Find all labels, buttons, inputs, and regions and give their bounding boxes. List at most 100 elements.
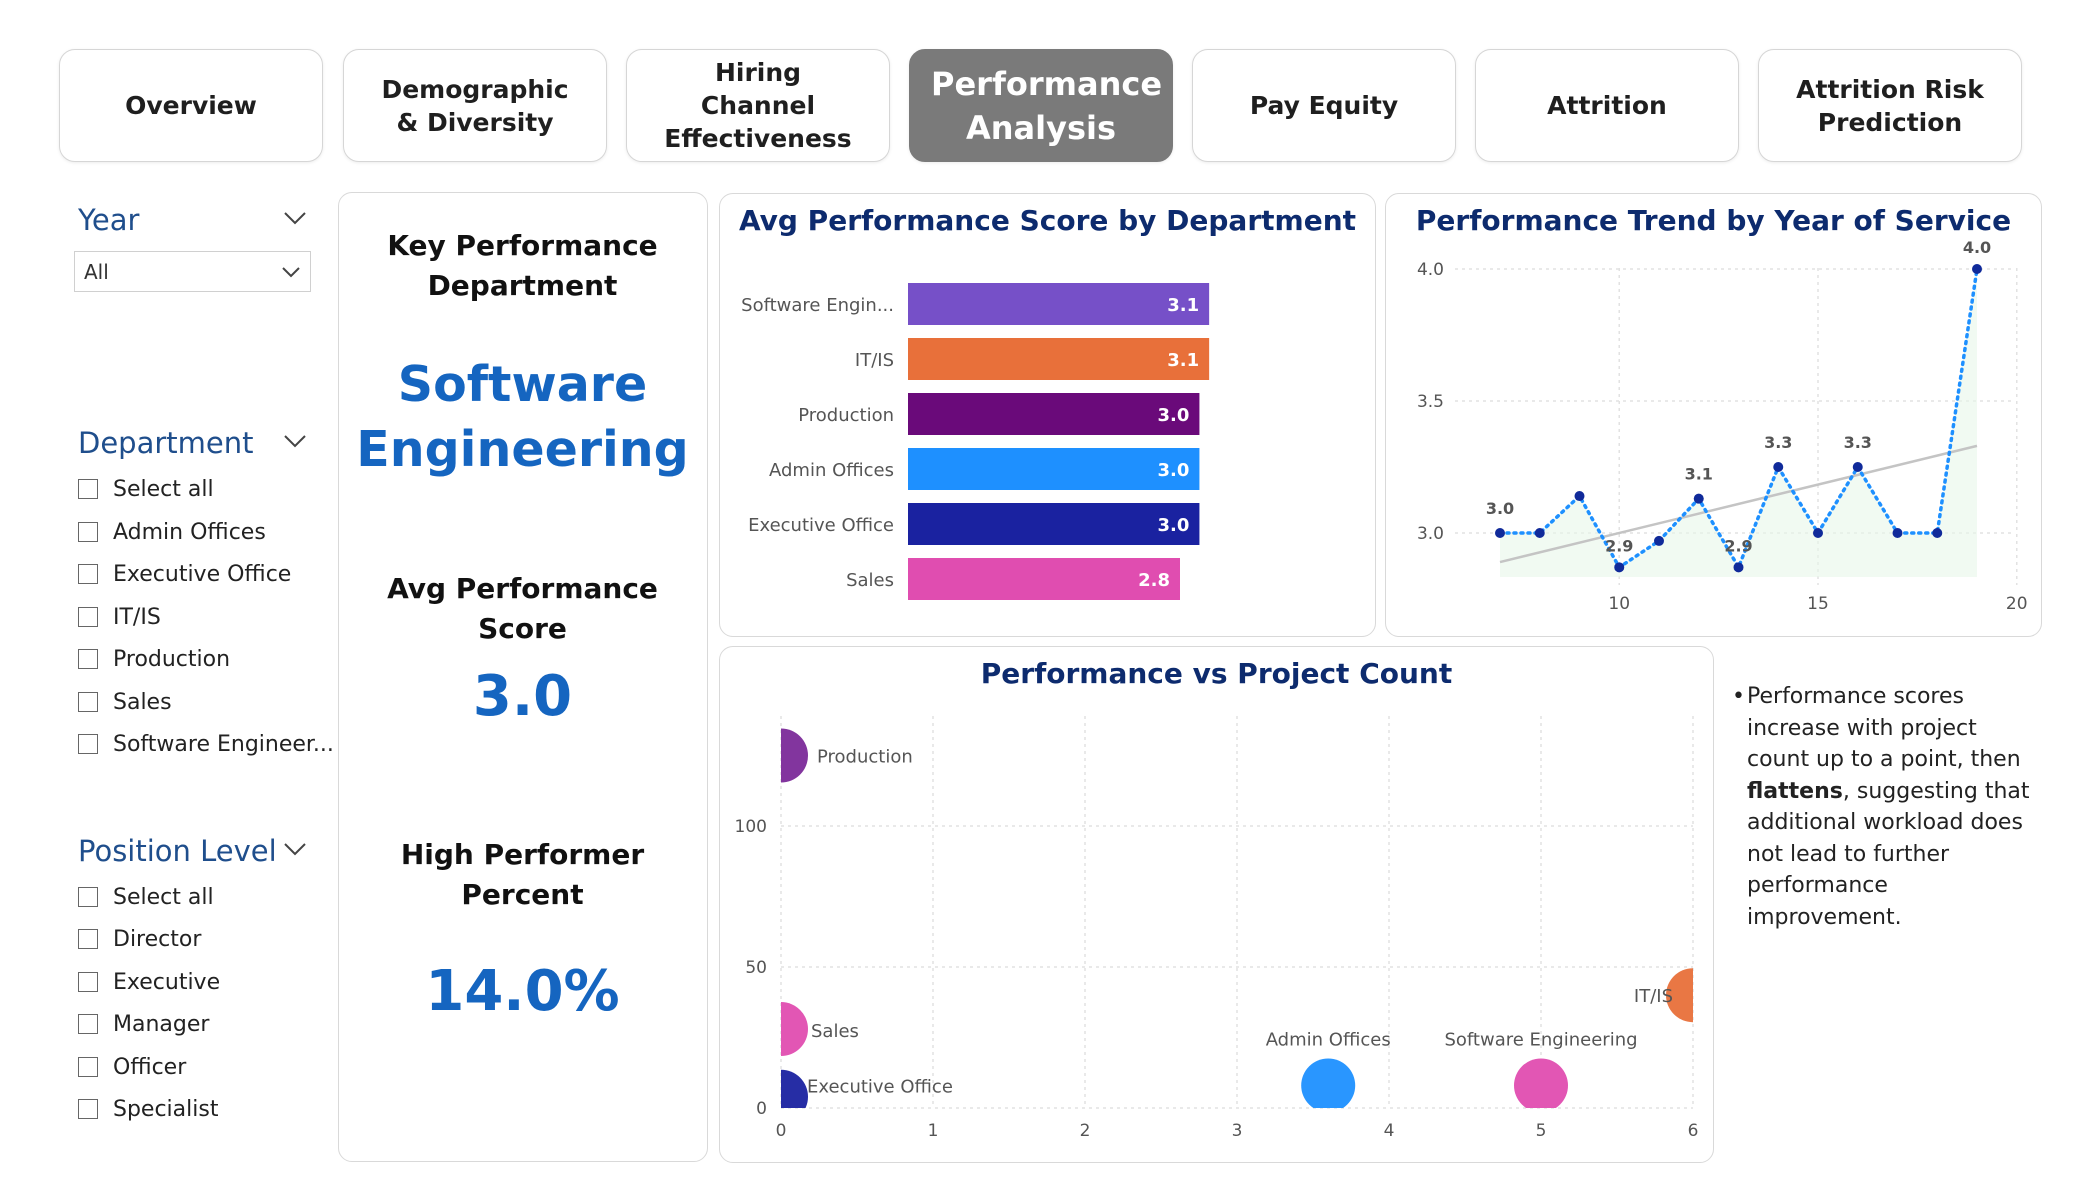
bar xyxy=(908,393,1200,435)
data-point xyxy=(1932,528,1943,538)
bubble-label: Software Engineering xyxy=(1444,1029,1637,1050)
bar-category-label: Admin Offices xyxy=(769,460,894,481)
data-point xyxy=(1733,562,1744,573)
tab-hiring-channel[interactable]: Hiring Channel Effectiveness xyxy=(626,49,890,162)
high-performer-value: 14.0% xyxy=(425,959,620,1024)
checkbox[interactable] xyxy=(78,1099,98,1119)
checkbox[interactable] xyxy=(78,564,98,584)
y-tick-label: 100 xyxy=(735,817,767,837)
position-level-option[interactable]: Director xyxy=(78,924,201,954)
bubble xyxy=(781,1069,808,1108)
data-point xyxy=(1852,462,1863,472)
data-point xyxy=(1892,528,1903,538)
department-option[interactable]: Executive Office xyxy=(78,559,291,589)
bar-value-label: 2.8 xyxy=(1138,570,1170,591)
department-option[interactable]: IT/IS xyxy=(78,602,161,632)
checkbox[interactable] xyxy=(78,1057,98,1077)
bubble-label: Executive Office xyxy=(807,1077,953,1098)
kpi-card-panel xyxy=(338,192,708,1162)
key-dept-value: Software Engineering xyxy=(356,356,689,478)
tab-label: Overview xyxy=(125,91,257,120)
bubble xyxy=(781,728,808,783)
department-option-label: IT/IS xyxy=(113,604,161,630)
bar-category-label: Executive Office xyxy=(748,515,894,536)
data-point xyxy=(1693,493,1704,504)
tab-pay-equity[interactable]: Pay Equity xyxy=(1192,49,1456,162)
insight-text: • Performance scores increase with proje… xyxy=(1732,681,2037,933)
avg-score-label: Avg Performance Score xyxy=(387,572,658,645)
department-option[interactable]: Admin Offices xyxy=(78,517,266,547)
tab-overview[interactable]: Overview xyxy=(59,49,323,162)
position-level-option[interactable]: Specialist xyxy=(78,1094,218,1124)
department-option[interactable]: Select all xyxy=(78,474,214,504)
checkbox[interactable] xyxy=(78,479,98,499)
bubble xyxy=(1514,1058,1568,1108)
position-level-option[interactable]: Select all xyxy=(78,882,214,912)
line-chart-title: Performance Trend by Year of Service xyxy=(1415,204,2012,237)
position-level-option[interactable]: Manager xyxy=(78,1009,209,1039)
position-level-option-label: Manager xyxy=(113,1011,210,1037)
bar-category-label: IT/IS xyxy=(855,350,894,371)
bar-value-label: 3.1 xyxy=(1167,350,1199,371)
data-point xyxy=(1654,535,1664,546)
bar xyxy=(908,283,1210,325)
y-tick-label: 3.0 xyxy=(1417,524,1444,544)
tab-attrition-risk-prediction[interactable]: Attrition Risk Prediction xyxy=(1758,49,2022,162)
checkbox[interactable] xyxy=(78,607,98,627)
bubble-label: Admin Offices xyxy=(1266,1029,1391,1050)
x-tick-label: 15 xyxy=(1807,594,1829,614)
tab-attrition[interactable]: Attrition xyxy=(1475,49,1739,162)
trend-line xyxy=(1499,444,1978,564)
bar-value-label: 3.1 xyxy=(1167,295,1199,316)
tab-label: Attrition xyxy=(1547,91,1667,120)
checkbox[interactable] xyxy=(78,929,98,949)
department-option[interactable]: Software Engineer... xyxy=(78,729,334,759)
bubble xyxy=(1666,968,1693,1023)
checkbox[interactable] xyxy=(78,1014,98,1034)
checkbox[interactable] xyxy=(78,692,98,712)
department-option-label: Production xyxy=(113,646,231,672)
bar xyxy=(908,448,1200,490)
insight-text-part: , suggesting that additional workload do… xyxy=(1747,778,2030,930)
department-option-label: Executive Office xyxy=(113,561,292,587)
x-tick-label: 20 xyxy=(2006,594,2028,614)
checkbox[interactable] xyxy=(78,522,98,542)
checkbox[interactable] xyxy=(78,649,98,669)
x-tick-label: 6 xyxy=(1688,1121,1699,1141)
bar xyxy=(908,338,1210,380)
department-option[interactable]: Production xyxy=(78,644,230,674)
department-option[interactable]: Sales xyxy=(78,687,172,717)
tab-label: Hiring Channel Effectiveness xyxy=(664,58,852,153)
bar-category-label: Production xyxy=(798,405,894,426)
y-tick-label: 4.0 xyxy=(1417,260,1444,280)
avg-score-value: 3.0 xyxy=(472,664,573,729)
position-level-option-label: Select all xyxy=(113,884,214,910)
data-label: 3.0 xyxy=(1486,499,1514,518)
position-level-option[interactable]: Officer xyxy=(78,1052,186,1082)
data-label: 2.9 xyxy=(1605,536,1633,555)
insight-bold: flattens xyxy=(1747,778,1843,804)
position-level-option[interactable]: Executive xyxy=(78,967,220,997)
position-level-option-label: Director xyxy=(113,926,202,952)
tab-demographic-diversity[interactable]: Demographic & Diversity xyxy=(343,49,607,162)
checkbox[interactable] xyxy=(78,734,98,754)
checkbox[interactable] xyxy=(78,887,98,907)
tab-label: Pay Equity xyxy=(1249,91,1399,120)
bar xyxy=(908,503,1200,545)
tab-performance-analysis[interactable]: Performance Analysis xyxy=(909,49,1173,162)
x-tick-label: 0 xyxy=(776,1121,787,1141)
data-label: 4.0 xyxy=(1963,238,1991,257)
year-dropdown[interactable]: All xyxy=(74,251,311,292)
data-label: 2.9 xyxy=(1724,536,1752,555)
chevron-down-icon[interactable] xyxy=(283,842,307,856)
x-tick-label: 4 xyxy=(1384,1121,1395,1141)
chevron-down-icon[interactable] xyxy=(283,434,307,448)
bar-category-label: Sales xyxy=(846,570,894,591)
checkbox[interactable] xyxy=(78,972,98,992)
chevron-down-icon[interactable] xyxy=(283,211,307,225)
y-tick-label: 50 xyxy=(745,958,767,978)
bar xyxy=(908,558,1180,600)
